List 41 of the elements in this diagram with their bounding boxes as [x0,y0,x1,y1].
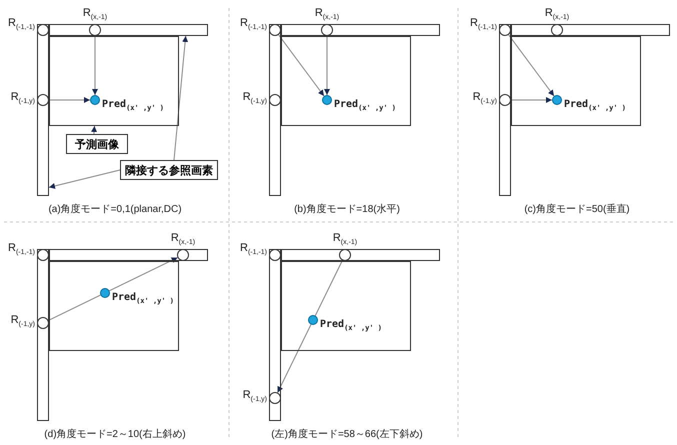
pixel-label: Pred$_{(x' ,y' )}$ [320,319,382,334]
prediction-block [511,36,641,126]
pixel-label: R$_{(x,-1)}$ [82,6,108,23]
prediction-block [281,261,411,351]
arrow [48,257,178,321]
pixel-label: R$_{(x,-1)}$ [332,232,358,248]
pixel-label: R$_{(-1,y)}$ [472,91,497,108]
panel-caption: (d)角度モード=2～10(右上斜め) [44,428,186,441]
arrow [510,97,552,103]
arrow [92,36,98,96]
prediction-block [281,36,411,126]
leader-line [174,36,188,160]
pixel-label: R$_{(x,-1)}$ [544,6,570,23]
pixel-label: R$_{(-1,-1)}$ [470,17,497,34]
arrow [324,36,330,96]
prediction-block [49,36,179,126]
panel-caption: (a)角度モード=0,1(planar,DC) [48,202,182,216]
leader-line [91,126,98,134]
pixel-label: R$_{(-1,y)}$ [242,91,267,108]
pixel-label: R$_{(-1,-1)}$ [8,242,35,258]
label-box: 隣接する参照画素 [120,160,218,180]
arrow [277,260,343,394]
pixel-label: R$_{(-1,y)}$ [10,314,35,330]
label-box: 予測画像 [66,134,128,154]
arrow [48,97,90,103]
leader-line [48,170,120,189]
pixel-label: R$_{(x,-1)}$ [314,6,340,23]
pixel-label: Pred$_{(x' ,y' )}$ [334,99,396,114]
pixel-label: Pred$_{(x' ,y' )}$ [112,292,174,307]
panel-caption: (b)角度モード=18(水平) [294,202,400,216]
pixel-label: R$_{(-1,y)}$ [10,91,35,108]
pixel-label: R$_{(x,-1)}$ [170,232,196,248]
pixel-label: R$_{(-1,-1)}$ [240,17,267,34]
panel-caption: (c)角度モード=50(垂直) [524,202,630,216]
panel-caption: (左)角度モード=58～66(左下斜め) [271,428,423,441]
prediction-block [49,261,179,351]
pixel-label: R$_{(-1,-1)}$ [240,242,267,258]
pixel-label: R$_{(-1,-1)}$ [8,17,35,34]
pixel-label: Pred$_{(x' ,y' )}$ [564,99,626,114]
pixel-label: Pred$_{(x' ,y' )}$ [102,99,164,114]
pixel-label: R$_{(-1,y)}$ [242,389,267,406]
